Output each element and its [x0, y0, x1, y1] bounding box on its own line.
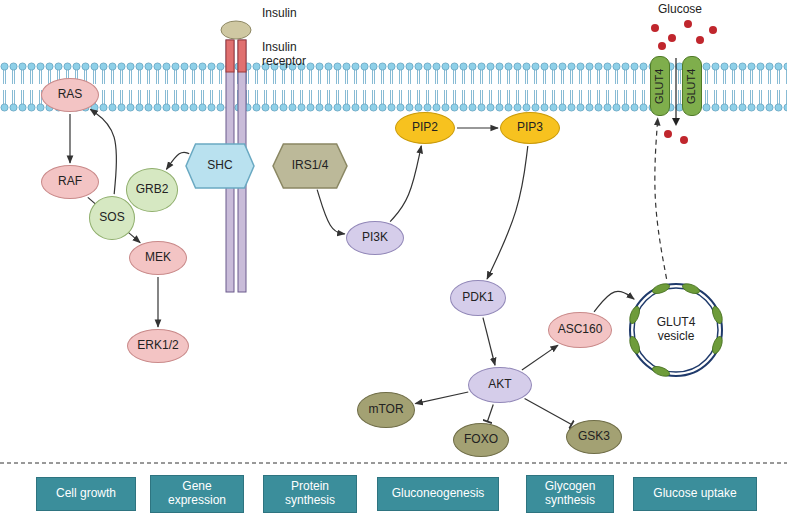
- protein-node: RAS: [41, 78, 99, 112]
- insulin-molecule: [221, 21, 251, 39]
- node-label: PDK1: [462, 291, 493, 305]
- activation-arrow: [157, 277, 158, 327]
- node-label: ERK1/2: [137, 339, 178, 353]
- node-label: Glucose uptake: [653, 487, 736, 501]
- annotation-label: Glucose: [658, 2, 728, 16]
- annotation-label: Insulin: [262, 6, 322, 20]
- separator-line: [0, 463, 787, 464]
- outcome-box: Protein synthesis: [263, 475, 357, 513]
- node-label: RAS: [58, 88, 83, 102]
- glut4-transporter: GLUT4: [682, 56, 702, 116]
- activation-arrow: [390, 146, 421, 222]
- node-label: GLUT4: [654, 68, 667, 103]
- substrate-protein: IRS1/4: [273, 144, 347, 188]
- node-label: PIP2: [412, 121, 438, 135]
- node-label: PI3K: [362, 231, 388, 245]
- target-protein: FOXO: [453, 423, 509, 457]
- target-protein: GSK3: [566, 420, 622, 454]
- node-label: ASC160: [558, 323, 603, 337]
- glucose-molecules: [651, 20, 717, 144]
- node-label: Gluconeogenesis: [392, 487, 485, 501]
- node-label: Glycogen synthesis: [535, 480, 605, 508]
- lipid-node: PIP3: [500, 112, 560, 144]
- inhibition-connector: [525, 399, 572, 425]
- outcome-box: Gene expression: [150, 475, 244, 513]
- activation-arrow: [317, 190, 345, 234]
- activation-arrow: [522, 345, 558, 370]
- outcome-box: Gluconeogenesis: [377, 477, 499, 511]
- node-label: FOXO: [464, 433, 498, 447]
- receptor-alpha: [238, 40, 246, 72]
- protein-node: ASC160: [548, 312, 613, 348]
- node-label: IRS1/4: [292, 159, 329, 173]
- activation-arrow: [594, 291, 634, 312]
- kinase-node: PDK1: [450, 280, 506, 316]
- activation-arrow: [487, 146, 528, 279]
- node-label: SOS: [99, 211, 124, 225]
- activation-arrow: [457, 127, 498, 128]
- glucose-flow-arrow: [675, 58, 676, 124]
- node-label: GLUT4 vesicle: [645, 316, 707, 344]
- node-label: GRB2: [136, 183, 169, 197]
- node-label: Protein synthesis: [275, 480, 345, 508]
- activation-arrow: [69, 114, 70, 163]
- node-label: GSK3: [578, 430, 610, 444]
- glut4-transporter: GLUT4: [650, 56, 670, 116]
- node-label: Cell growth: [56, 487, 116, 501]
- arrowhead: [672, 118, 680, 126]
- protein-node: ERK1/2: [127, 329, 189, 363]
- node-label: RAF: [58, 175, 82, 189]
- docking-protein: SHC: [186, 144, 254, 188]
- node-label: GLUT4: [686, 68, 699, 103]
- lipid-node: PIP2: [395, 112, 455, 144]
- receptor-alpha: [226, 40, 234, 72]
- outcome-box: Cell growth: [36, 477, 136, 511]
- target-protein: mTOR: [357, 392, 415, 428]
- node-label: MEK: [145, 251, 171, 265]
- activation-arrow: [415, 392, 468, 404]
- node-label: Gene expression: [162, 480, 232, 508]
- annotation-label: Insulin receptor: [262, 40, 326, 69]
- activation-arrow: [655, 118, 667, 279]
- adaptor-protein: GRB2: [126, 168, 179, 212]
- node-label: PIP3: [517, 121, 543, 135]
- activation-arrow: [483, 318, 495, 366]
- outcome-box: Glycogen synthesis: [526, 475, 614, 513]
- node-label: mTOR: [368, 403, 403, 417]
- adaptor-protein: SOS: [89, 196, 135, 240]
- kinase-node: PI3K: [346, 221, 404, 255]
- node-label: AKT: [488, 378, 511, 392]
- protein-node: MEK: [129, 241, 187, 275]
- protein-node: RAF: [41, 165, 99, 199]
- outcome-box: Glucose uptake: [633, 477, 757, 511]
- inhibition-connector: [487, 405, 493, 422]
- glut4-vesicle: GLUT4 vesicle: [626, 280, 726, 380]
- kinase-node: AKT: [468, 367, 532, 403]
- node-label: SHC: [207, 159, 232, 173]
